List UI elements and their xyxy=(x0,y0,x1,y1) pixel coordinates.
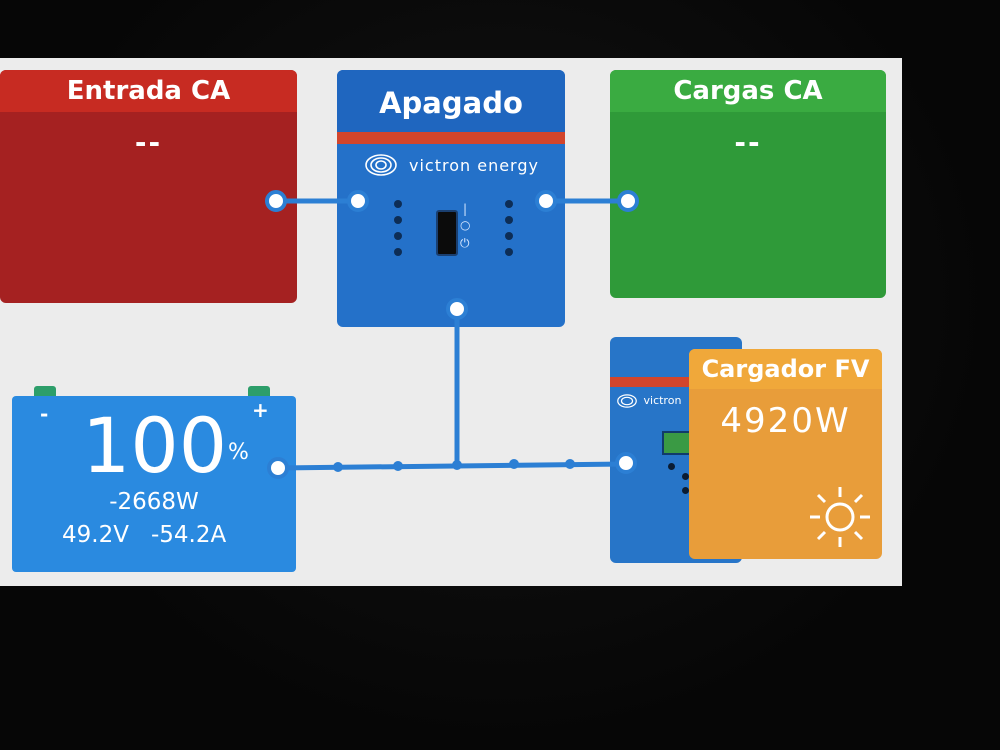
off-symbol: ○ xyxy=(460,218,471,232)
inverter-stripe xyxy=(337,132,565,144)
ac-input-port xyxy=(265,190,287,212)
flow-dot xyxy=(509,459,519,469)
inverter-switch[interactable] xyxy=(436,210,458,256)
flow-connectors xyxy=(265,190,639,479)
battery-plus-sign: + xyxy=(252,398,269,422)
ac-input-title: Entrada CA xyxy=(0,70,297,112)
battery-soc-unit: % xyxy=(228,440,249,465)
ac-loads-port xyxy=(617,190,639,212)
mppt-stripe xyxy=(610,377,742,387)
pv-charger-title: Cargador FV xyxy=(689,349,882,389)
battery-voltage: 49.2V xyxy=(62,522,129,548)
battery-current: -54.2A xyxy=(150,522,227,548)
inverter-state: Apagado xyxy=(337,70,565,132)
victron-logo-icon xyxy=(365,154,397,176)
flow-dot xyxy=(333,462,343,472)
battery-voltage-current: 49.2V -54.2A xyxy=(62,522,248,548)
flow-dot xyxy=(565,459,575,469)
sun-icon xyxy=(810,487,870,547)
battery-soc: 100 xyxy=(82,401,228,490)
ac-input-tile[interactable]: Entrada CA -- xyxy=(0,70,297,303)
victron-logo-small-icon xyxy=(617,394,637,408)
flow-dot xyxy=(452,460,462,470)
inverter-tile[interactable]: Apagado victron energy | ○ ⏻ xyxy=(337,70,565,327)
battery-terminal-negative xyxy=(34,386,56,396)
inverter-brand: victron energy xyxy=(361,152,539,178)
battery-terminal-positive xyxy=(248,386,270,396)
battery-power: -2668W xyxy=(109,489,199,515)
battery-tile[interactable]: - + 100 % -2668W 49.2V -54.2A xyxy=(12,386,296,572)
pv-charger-tile[interactable]: Cargador FV 4920W xyxy=(689,349,882,559)
pv-charger-power: 4920W xyxy=(720,401,851,441)
flow-dot xyxy=(393,461,403,471)
ac-loads-title: Cargas CA xyxy=(610,70,886,112)
on-symbol: | xyxy=(463,202,468,216)
mppt-dot xyxy=(668,463,675,470)
inverter-ac-out-port xyxy=(535,190,557,212)
led-column-left xyxy=(394,200,402,264)
mppt-brand: victron xyxy=(614,393,681,409)
ac-loads-tile[interactable]: Cargas CA -- xyxy=(610,70,886,298)
led-column-right xyxy=(505,200,513,264)
battery-minus-sign: - xyxy=(40,402,49,426)
display-screen: Entrada CA -- Apagado victron energy | ○… xyxy=(0,58,902,586)
brand-label: victron energy xyxy=(409,155,539,175)
inverter-ac-in-port xyxy=(347,190,369,212)
mppt-brand-label: victron xyxy=(643,394,682,407)
mppt-dot xyxy=(682,487,689,494)
inverter-dc-port xyxy=(446,298,468,320)
battery-port xyxy=(267,457,289,479)
pv-port xyxy=(615,452,637,474)
power-icon: ⏻ xyxy=(460,236,470,250)
ac-loads-value: -- xyxy=(734,126,762,159)
mppt-dot xyxy=(682,473,689,480)
ac-input-value: -- xyxy=(134,126,163,159)
